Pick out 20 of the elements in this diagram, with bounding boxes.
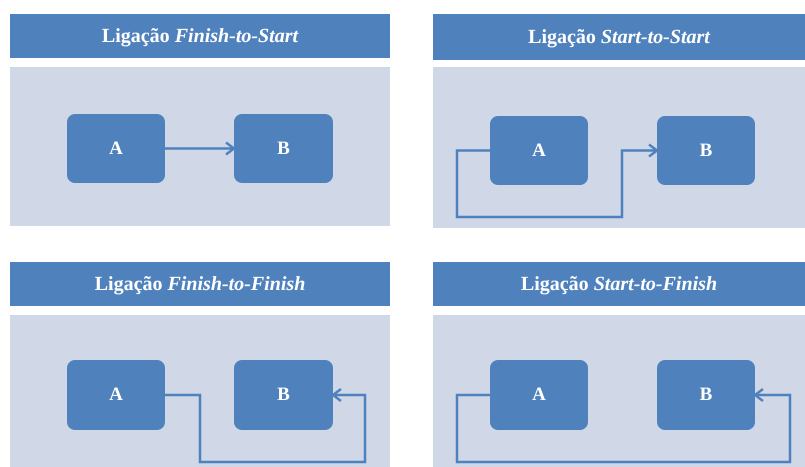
title-bar: Ligação Start-to-Finish xyxy=(433,262,805,306)
connector-arrow xyxy=(456,388,792,464)
connector-arrow xyxy=(165,141,236,156)
panel-background xyxy=(10,315,390,467)
activity-box: A xyxy=(490,360,588,430)
activity-box: B xyxy=(234,114,333,183)
connector-arrow xyxy=(165,388,366,464)
activity-box: A xyxy=(67,114,165,183)
title-bar: Ligação Finish-to-Start xyxy=(10,14,390,58)
title-bar: Ligação Start-to-Start xyxy=(433,14,805,60)
activity-box: B xyxy=(657,360,755,430)
panel-background xyxy=(10,67,390,226)
activity-box: B xyxy=(657,116,755,185)
activity-box: A xyxy=(490,116,588,185)
panel-background xyxy=(433,315,805,467)
activity-box: B xyxy=(234,360,333,430)
panel-background xyxy=(433,67,805,228)
connector-arrow xyxy=(456,143,658,218)
title-bar: Ligação Finish-to-Finish xyxy=(10,262,390,306)
activity-box: A xyxy=(67,360,165,430)
